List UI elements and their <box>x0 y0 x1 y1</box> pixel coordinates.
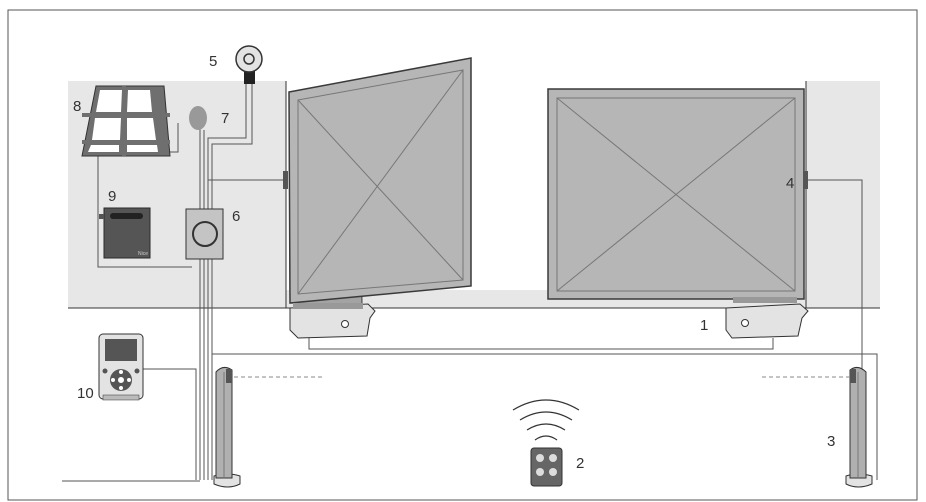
photocell-column-icon <box>845 366 873 488</box>
label-4: 4 <box>786 175 794 192</box>
label-7: 7 <box>221 110 229 127</box>
control-unit-brand: Nice <box>138 251 148 257</box>
label-2: 2 <box>576 455 584 472</box>
label-3: 3 <box>827 433 835 450</box>
photocell-icon <box>803 171 808 189</box>
control-unit-icon <box>99 207 151 259</box>
photocell-column-icon <box>213 366 241 488</box>
label-8: 8 <box>73 98 81 115</box>
label-6: 6 <box>232 208 240 225</box>
label-9: 9 <box>108 188 116 205</box>
gate-motor-left <box>289 303 376 339</box>
diagram-frame <box>7 9 918 501</box>
wiring <box>62 82 878 482</box>
programming-unit-icon <box>98 333 144 401</box>
key-selector-icon <box>185 208 224 260</box>
photocell-icon <box>283 171 288 189</box>
flashing-light-icon <box>235 45 263 84</box>
right-gate <box>547 88 805 300</box>
solar-panel-icon <box>81 85 171 157</box>
gate-motor-right <box>725 297 809 339</box>
left-gate <box>288 57 472 307</box>
antenna-icon <box>189 106 207 130</box>
label-5: 5 <box>209 53 217 70</box>
right-wall <box>806 81 880 308</box>
label-10: 10 <box>77 385 94 402</box>
remote-transmitter-icon <box>512 399 580 487</box>
label-1: 1 <box>700 317 708 334</box>
